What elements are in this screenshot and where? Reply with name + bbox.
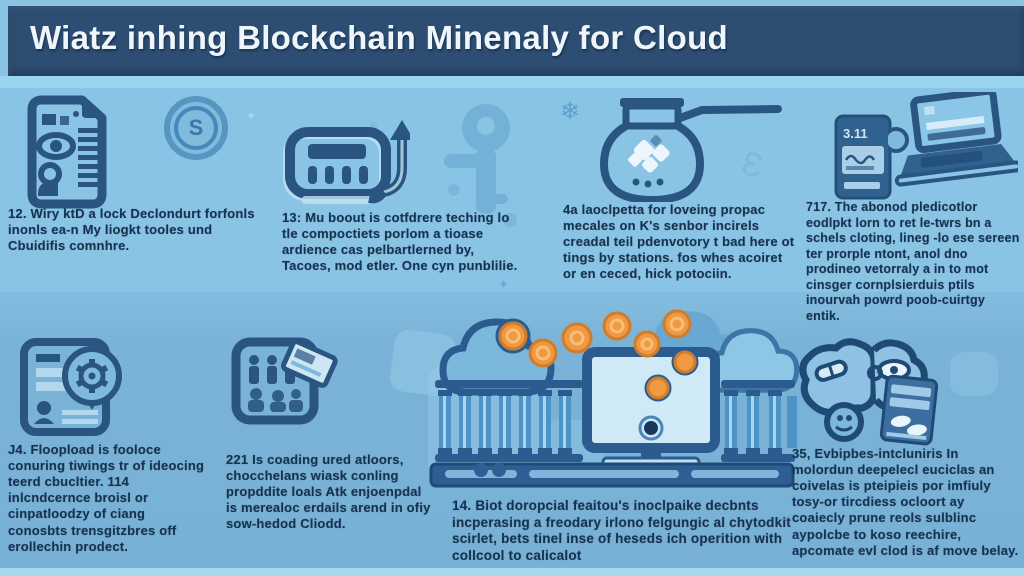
cloud-mining-rig-illustration: [429, 309, 800, 488]
dollar-coin-icon: S: [164, 96, 228, 160]
profile-gear-icon: [20, 338, 122, 436]
card-label: 3.11: [843, 126, 868, 141]
panel5-caption: J4. Floopload is fooloce conuring tiwing…: [8, 442, 205, 554]
dollar-glyph: S: [188, 115, 204, 140]
brain-chip-icon: [799, 338, 939, 446]
panel1-caption: 12. Wiry ktD a lock Declondurt forfonls …: [8, 206, 255, 254]
coin-ring: S: [174, 106, 218, 150]
panel8-caption: 35, Evbipbes-intcluniris In molordun dee…: [792, 446, 1019, 558]
pill-pack-icon: [879, 374, 939, 446]
machine-arrow-icon: [283, 120, 410, 204]
coin-cluster: [495, 309, 699, 402]
right-fence: [721, 380, 797, 462]
team-card-icon: [231, 337, 338, 425]
capsule-icon: [814, 359, 848, 382]
banner-accent-strip: [0, 76, 1024, 88]
background-square-decoration: [950, 352, 998, 396]
panel3-caption: 4a laoclpetta for loveing propac mecales…: [563, 202, 795, 282]
sparkle-icon: ✦: [884, 237, 895, 251]
key-watermark-icon: [444, 104, 517, 227]
laptop-icon: [888, 92, 1018, 187]
face-badge-icon: [824, 402, 864, 442]
panel2-caption: 13: Mu boout is cotfdrere teching lo tle…: [282, 210, 518, 274]
page-title: Wiatz inhing Blockchain Minenaly for Clo…: [30, 19, 728, 56]
panel6-caption: 221 Is coading ured atloors, chocchelans…: [226, 452, 431, 532]
panel4-caption: 717. The abonod pledicotlor eodlpkt lorn…: [806, 200, 1020, 323]
left-fence: [435, 380, 583, 462]
crystal-cluster: [628, 135, 670, 173]
snowflake-icon: ❄: [560, 98, 581, 125]
id-card-icon: [280, 339, 338, 388]
payment-card-icon: 3.11: [834, 114, 892, 200]
panel7-caption: 14. Biot doropcial feaitou's inoclpaike …: [452, 498, 791, 564]
monitor-icon: [582, 347, 720, 477]
bottom-border-strip: [0, 568, 1024, 576]
sparkle-icon: ✦: [652, 249, 662, 261]
rig-base-platform: [429, 462, 795, 488]
snowflake-icon: ❄: [368, 119, 379, 134]
sparkle-icon: ✦: [498, 277, 509, 292]
sparkle-icon: ✦: [246, 109, 257, 123]
title-banner: Wiatz inhing Blockchain Minenaly for Clo…: [8, 6, 1024, 76]
mining-pot-icon: [599, 98, 782, 202]
document-eye-icon: [27, 95, 107, 209]
